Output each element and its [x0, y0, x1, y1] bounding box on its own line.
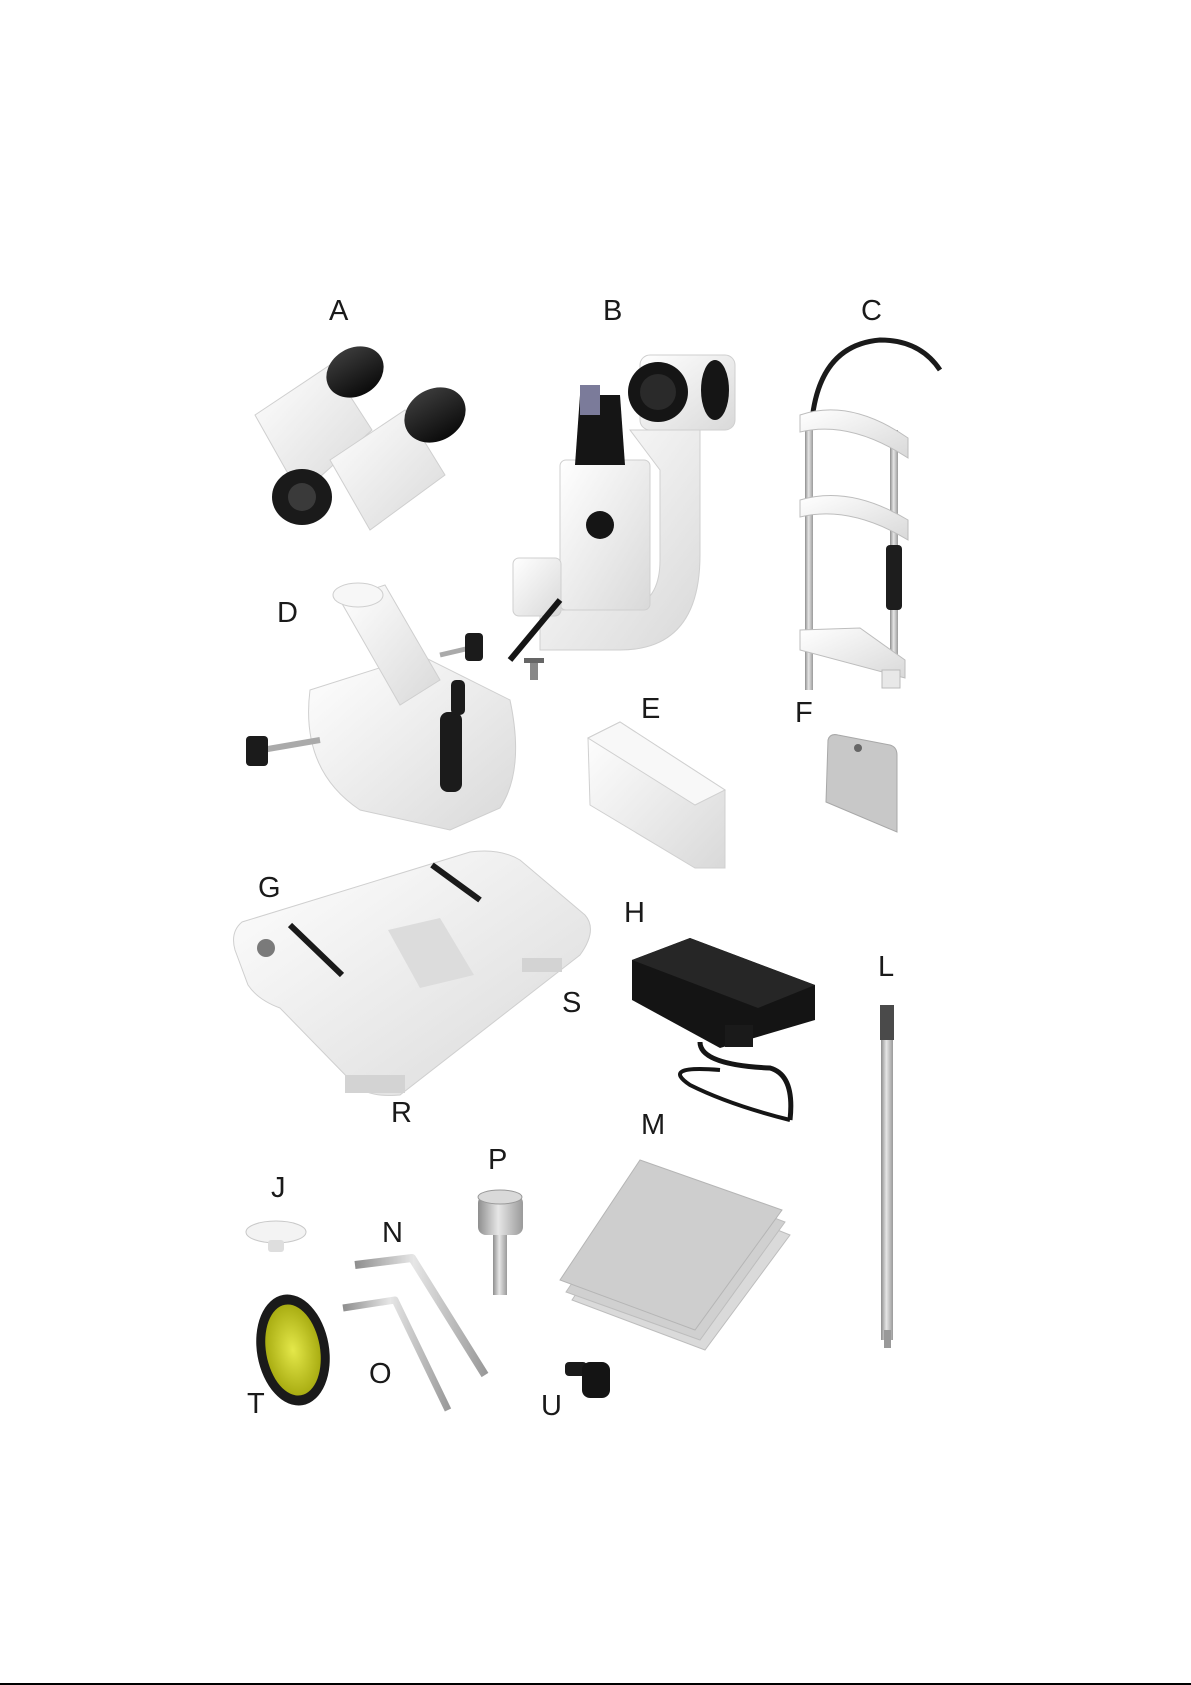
- part-l-rod: [880, 1005, 894, 1348]
- label-o: O: [369, 1360, 392, 1389]
- label-s: S: [562, 989, 581, 1018]
- label-d: D: [277, 599, 298, 628]
- label-g: G: [258, 874, 281, 903]
- label-b: B: [603, 297, 622, 326]
- label-n: N: [382, 1219, 403, 1248]
- label-p: P: [488, 1146, 507, 1175]
- label-r: R: [391, 1099, 412, 1128]
- label-t: T: [247, 1390, 265, 1419]
- part-p-screw: [478, 1190, 523, 1295]
- part-j-cap: [246, 1221, 306, 1252]
- label-e: E: [641, 695, 660, 724]
- part-e-block: [588, 722, 725, 868]
- part-g-table-top: [234, 851, 591, 1096]
- part-a-binocular-tubes: [255, 336, 476, 530]
- part-b-microscope-body: [510, 355, 735, 680]
- part-c-head-rest: [800, 340, 940, 690]
- part-u-plug: [565, 1362, 610, 1398]
- label-u: U: [541, 1392, 562, 1421]
- part-o-hex-key: [343, 1300, 448, 1410]
- label-a: A: [329, 297, 348, 326]
- label-f: F: [795, 699, 813, 728]
- part-m-paper-sheets: [560, 1160, 790, 1350]
- label-j: J: [271, 1174, 286, 1203]
- label-h: H: [624, 899, 645, 928]
- label-l: L: [878, 953, 894, 982]
- label-c: C: [861, 297, 882, 326]
- label-m: M: [641, 1111, 665, 1140]
- part-h-power-adapter: [632, 938, 815, 1120]
- part-f-plate: [826, 735, 897, 832]
